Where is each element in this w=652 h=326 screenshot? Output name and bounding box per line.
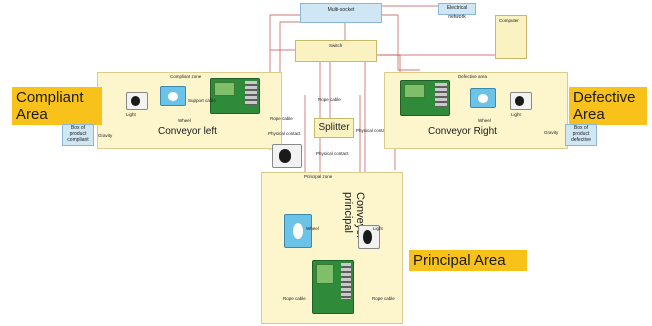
left-servo-motor-icon xyxy=(160,86,186,106)
electrical-network-label: Electrical network xyxy=(446,5,468,20)
compliant-area-label-line1: Compliant xyxy=(16,89,84,106)
principal-servo-motor-icon xyxy=(284,214,312,248)
center-physical-contact-label: Physical contact xyxy=(316,151,349,156)
box-compliant-line1: Box of xyxy=(70,125,86,131)
multi-socket-label: Multi-socket xyxy=(327,7,355,13)
defective-area-label-line1: Defective xyxy=(573,89,636,106)
left-wheel-label: Wheel xyxy=(178,118,191,123)
principal-zone-label: Principal zone xyxy=(304,174,333,179)
right-light-label: Light xyxy=(511,112,521,117)
box-defective[interactable]: Box of product defective xyxy=(565,124,597,146)
principal-wheel-label: Wheel xyxy=(306,226,319,231)
defective-area-label: Defective Area xyxy=(569,87,647,125)
compliant-area-label-line2: Area xyxy=(16,106,48,123)
left-physical-contact-label: Physical contact xyxy=(268,131,301,136)
box-compliant-line2: product xyxy=(69,131,87,137)
right-servo-motor-icon xyxy=(470,88,496,108)
compliant-zone-label: Compliant zone xyxy=(170,74,202,79)
defective-area-label-line2: Area xyxy=(573,106,605,123)
principal-rope-cable-right-label: Rope cable xyxy=(372,296,395,301)
defective-zone-label: Defective area xyxy=(458,74,488,79)
compliant-area-label: Compliant Area xyxy=(12,87,102,125)
left-gravity-label: Gravity xyxy=(98,133,113,138)
electrical-network-box[interactable]: Electrical network xyxy=(438,3,476,20)
splitter-label: Splitter xyxy=(318,122,350,133)
left-support-cable-label: Support cable xyxy=(188,98,216,103)
splitter-box[interactable]: Splitter xyxy=(314,118,354,138)
center-rope-cable-label: Rope cable xyxy=(318,97,341,102)
conveyor-right-label: Conveyor Right xyxy=(428,126,497,137)
principal-rope-cable-left-label: Rope cable xyxy=(283,296,306,301)
left-light-sensor-icon xyxy=(126,92,148,110)
left-light-label: Light xyxy=(126,112,136,117)
computer-box[interactable]: Computer xyxy=(495,15,527,59)
conveyor-left-label: Conveyor left xyxy=(158,126,217,137)
switch-label: Switch xyxy=(329,43,343,48)
right-gravity-label: Gravity xyxy=(544,130,559,135)
principal-area-label: Principal Area xyxy=(409,250,527,271)
left-rope-cable-label: Rope cable xyxy=(270,116,293,121)
box-defective-line1: Box of xyxy=(573,125,589,131)
right-light-sensor-icon xyxy=(510,92,532,110)
box-compliant-line3: compliant xyxy=(67,137,89,143)
left-raspberry-pi-board-icon xyxy=(210,78,260,114)
box-defective-line2: product xyxy=(572,131,590,137)
principal-raspberry-pi-board-icon xyxy=(312,260,354,314)
multi-socket-box[interactable]: Multi-socket xyxy=(300,3,382,23)
principal-light-sensor-icon xyxy=(358,225,380,249)
right-raspberry-pi-board-icon xyxy=(400,80,450,116)
box-defective-line3: defective xyxy=(570,137,591,143)
right-wheel-label: Wheel xyxy=(478,118,491,123)
computer-label: Computer xyxy=(499,18,519,23)
switch-box[interactable]: Switch xyxy=(295,40,377,62)
box-compliant[interactable]: Box of product compliant xyxy=(62,124,94,146)
contact-light-sensor-icon xyxy=(272,144,302,168)
right-physical-contact-label: Physical contact xyxy=(356,128,389,133)
principal-light-label: Light xyxy=(373,226,383,231)
